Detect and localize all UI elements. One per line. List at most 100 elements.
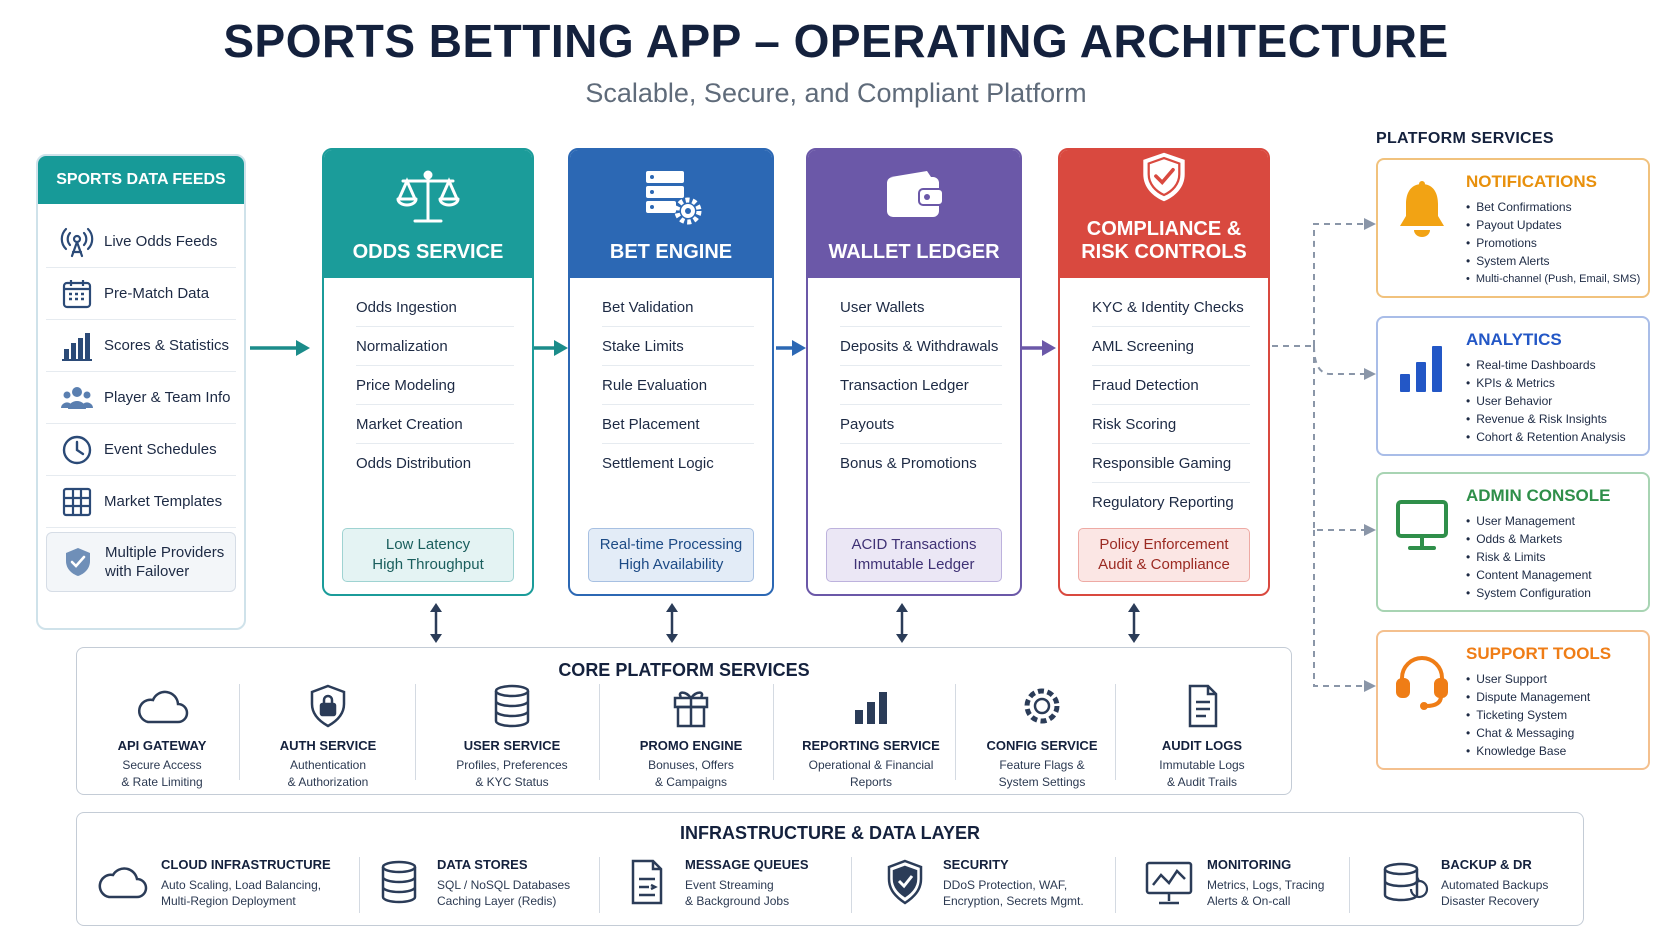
card-list-item: Stake Limits: [602, 327, 754, 366]
shield-icon: [66, 548, 90, 576]
shield-check-icon: [1143, 152, 1185, 202]
bar-chart-icon: [855, 692, 887, 724]
page-subtitle: Scalable, Secure, and Compliant Platform: [585, 78, 1087, 108]
core-item-desc: & KYC Status: [475, 775, 549, 789]
headset-icon: [1396, 656, 1448, 710]
core-item-name: API GATEWAY: [117, 738, 207, 753]
document-icon: [1188, 684, 1218, 728]
ps-list-item: Dispute Management: [1466, 688, 1590, 706]
ps-name: NOTIFICATIONS: [1466, 172, 1597, 191]
infra-item-desc: Auto Scaling, Load Balancing,: [161, 878, 322, 892]
feed-item-scores[interactable]: Scores & Statistics: [46, 320, 236, 372]
platform-services-title: PLATFORM SERVICES: [1376, 130, 1554, 147]
broadcast-icon: [60, 227, 94, 257]
arrow-odds-to-bet: [534, 340, 568, 356]
card-list-item: Payouts: [840, 405, 1002, 444]
core-item-promo-engine[interactable]: PROMO ENGINE Bonuses, Offers& Campaigns: [611, 684, 771, 789]
card-header: ODDS SERVICE: [324, 150, 532, 278]
ps-notifications[interactable]: NOTIFICATIONS Bet Confirmations Payout U…: [1376, 158, 1650, 298]
infra-item-name: SECURITY: [943, 857, 1009, 872]
arrow-feeds-to-odds: [250, 340, 310, 356]
feed-label: Player & Team Info: [104, 389, 231, 406]
card-title: BET ENGINE: [609, 241, 733, 263]
card-footer-line: Real-time Processing: [599, 535, 743, 553]
bar-chart-icon: [1400, 346, 1442, 392]
infra-title: INFRASTRUCTURE & DATA LAYER: [680, 823, 980, 843]
ps-list-item: Revenue & Risk Insights: [1466, 410, 1626, 428]
infra-item-cloud[interactable]: CLOUD INFRASTRUCTURE Auto Scaling, Load …: [97, 853, 347, 919]
card-footer-badge: ACID Transactions Immutable Ledger: [826, 528, 1002, 582]
infra-item-message-queues[interactable]: MESSAGE QUEUES Event Streaming& Backgrou…: [621, 853, 841, 919]
card-title: ODDS SERVICE: [352, 241, 504, 263]
card-list-item: Transaction Ledger: [840, 366, 1002, 405]
infra-divider: [1349, 857, 1350, 913]
sports-data-feeds-title: SPORTS DATA FEEDS: [38, 156, 244, 204]
core-item-desc: Authentication: [289, 758, 367, 772]
ps-list-item: Multi-channel (Push, Email, SMS): [1466, 270, 1640, 288]
infra-item-name: BACKUP & DR: [1441, 857, 1532, 872]
core-item-user-service[interactable]: USER SERVICE Profiles, Preferences& KYC …: [427, 684, 597, 789]
ps-admin-console[interactable]: ADMIN CONSOLE User Management Odds & Mar…: [1376, 472, 1650, 612]
core-item-desc: Immutable Logs: [1159, 758, 1245, 772]
ps-name: ANALYTICS: [1466, 330, 1562, 349]
feed-item-event-schedules[interactable]: Event Schedules: [46, 424, 236, 476]
card-compliance-risk: COMPLIANCE & RISK CONTROLS KYC & Identit…: [1058, 148, 1270, 596]
core-item-name: PROMO ENGINE: [639, 738, 743, 753]
card-list-item: Odds Distribution: [356, 455, 472, 472]
ps-list-item: User Behavior: [1466, 392, 1626, 410]
arrow-wallet-to-compliance: [1020, 340, 1056, 356]
arrow-compliance-core: [1128, 603, 1140, 643]
infra-divider: [599, 857, 600, 913]
feed-item-player-team[interactable]: Player & Team Info: [46, 372, 236, 424]
card-footer-line: ACID Transactions: [851, 535, 977, 553]
infra-item-desc: Alerts & On-call: [1207, 894, 1291, 908]
ps-list-item: Promotions: [1466, 234, 1640, 252]
feed-item-market-templates[interactable]: Market Templates: [46, 476, 236, 528]
infra-item-desc: Caching Layer (Redis): [437, 894, 557, 908]
ps-list-item: Payout Updates: [1466, 216, 1640, 234]
feed-item-live-odds[interactable]: Live Odds Feeds: [46, 216, 236, 268]
core-divider: [955, 684, 956, 780]
gift-icon: [673, 691, 709, 728]
core-item-reporting-service[interactable]: REPORTING SERVICE Operational & Financia…: [781, 684, 961, 789]
card-footer-line: High Availability: [618, 556, 724, 573]
card-list-item: Normalization: [356, 327, 514, 366]
infra-item-name: CLOUD INFRASTRUCTURE: [161, 857, 331, 872]
core-item-desc: & Rate Limiting: [121, 775, 203, 789]
card-list-item: AML Screening: [1092, 327, 1250, 366]
infra-item-name: MONITORING: [1207, 857, 1292, 872]
card-title: COMPLIANCE & RISK CONTROLS: [1081, 218, 1247, 263]
card-list-item: Market Creation: [356, 405, 514, 444]
core-item-desc: Reports: [849, 775, 893, 789]
feed-label: Live Odds Feeds: [104, 233, 218, 250]
feed-label: Multiple Providers with Failover: [105, 543, 225, 581]
core-item-audit-logs[interactable]: AUDIT LOGS Immutable Logs& Audit Trails: [1127, 684, 1277, 789]
infra-item-desc: Metrics, Logs, Tracing: [1207, 878, 1325, 892]
infra-item-desc: Disaster Recovery: [1441, 894, 1540, 908]
feed-item-multiple-providers[interactable]: Multiple Providers with Failover: [46, 532, 236, 592]
card-header: COMPLIANCE & RISK CONTROLS: [1060, 150, 1268, 278]
ps-list-item: User Management: [1466, 512, 1592, 530]
card-list-item: Bet Placement: [602, 405, 754, 444]
feed-label: Scores & Statistics: [104, 337, 230, 354]
feed-item-pre-match[interactable]: Pre-Match Data: [46, 268, 236, 320]
card-bet-engine: BET ENGINE Bet Validation Stake Limits R…: [568, 148, 774, 596]
infra-item-name: MESSAGE QUEUES: [685, 857, 809, 872]
monitor-icon: [1396, 500, 1448, 550]
card-footer-line: High Throughput: [372, 556, 484, 573]
card-list-item: Price Modeling: [356, 366, 514, 405]
infra-item-security[interactable]: SECURITY DDoS Protection, WAF,Encryption…: [879, 853, 1099, 919]
core-platform-services-panel: CORE PLATFORM SERVICES API GATEWAY Secur…: [76, 647, 1292, 795]
core-item-auth-service[interactable]: AUTH SERVICE Authentication& Authorizati…: [253, 684, 403, 789]
infra-item-desc: Multi-Region Deployment: [161, 894, 296, 908]
card-list-item: Fraud Detection: [1092, 366, 1250, 405]
ps-support-tools[interactable]: SUPPORT TOOLS User Support Dispute Manag…: [1376, 630, 1650, 770]
feed-label: Market Templates: [104, 493, 223, 510]
core-item-config-service[interactable]: CONFIG SERVICE Feature Flags &System Set…: [967, 684, 1117, 789]
core-item-api-gateway[interactable]: API GATEWAY Secure Access& Rate Limiting: [97, 684, 227, 789]
ps-analytics[interactable]: ANALYTICS Real-time Dashboards KPIs & Me…: [1376, 316, 1650, 456]
core-item-desc: Operational & Financial: [808, 758, 934, 772]
